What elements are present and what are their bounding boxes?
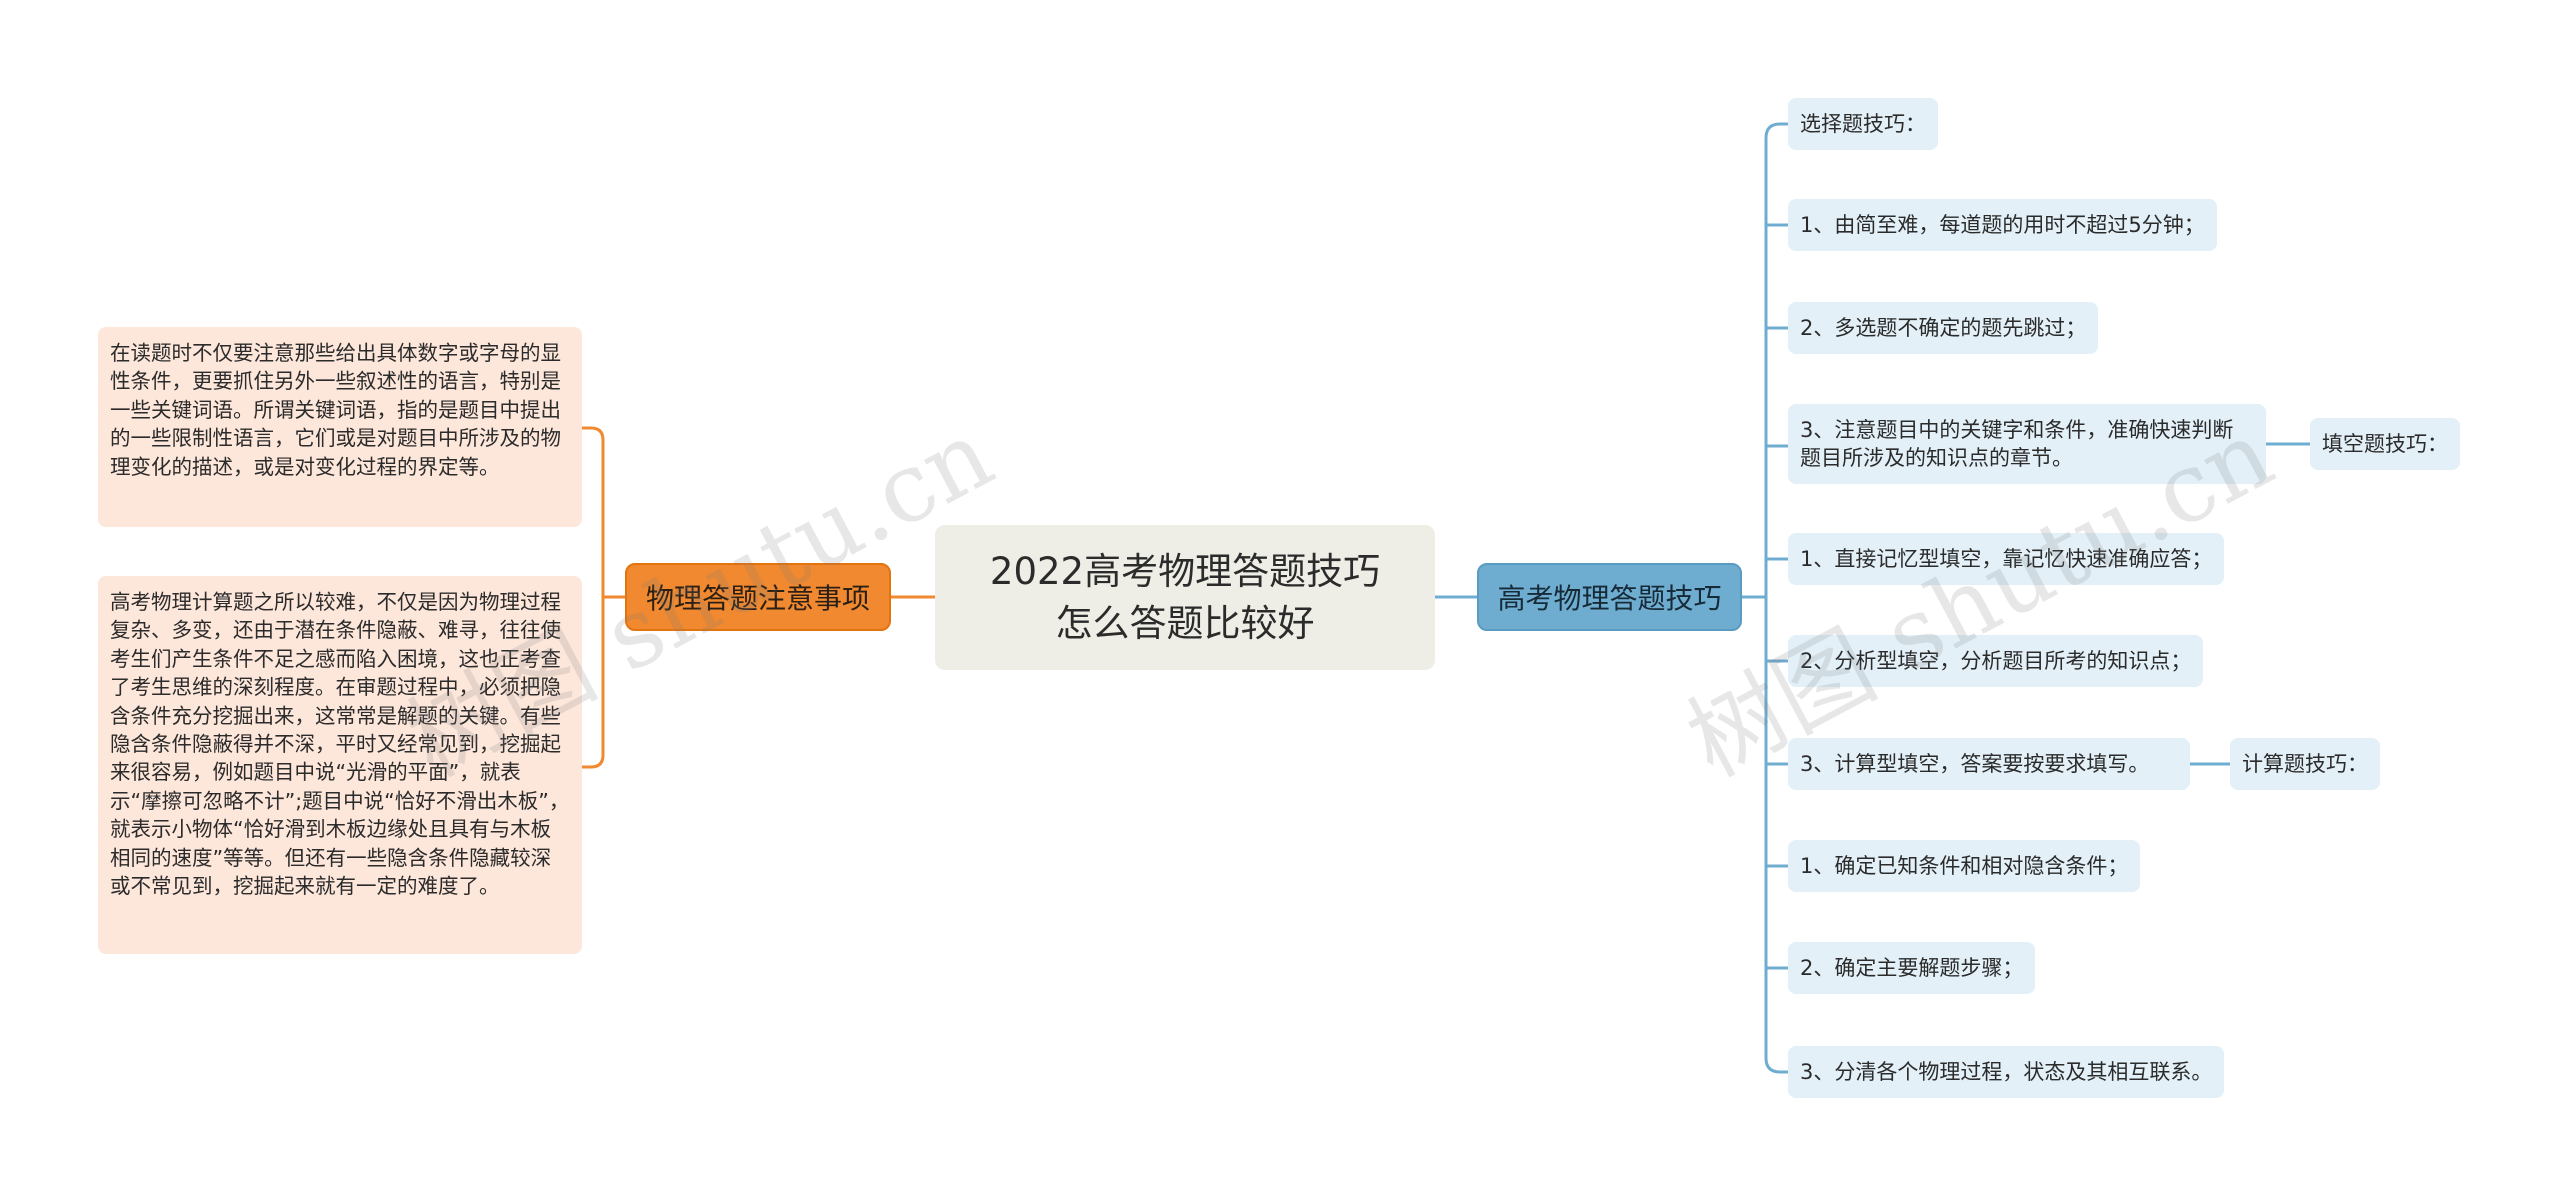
- note-hidden-conditions[interactable]: 高考物理计算题之所以较难，不仅是因为物理过程复杂、多变，还由于潜在条件隐蔽、难寻…: [98, 576, 582, 954]
- leaf-text: 3、计算型填空，答案要按要求填写。: [1800, 752, 2150, 776]
- leaf-text: 3、分清各个物理过程，状态及其相互联系。: [1800, 1060, 2213, 1084]
- leaf-text: 填空题技巧：: [2322, 432, 2448, 456]
- root-title: 2022高考物理答题技巧 怎么答题比较好: [990, 546, 1380, 650]
- leaf-choice-3[interactable]: 3、注意题目中的关键字和条件，准确快速判断题目所涉及的知识点的章节。: [1788, 404, 2266, 484]
- leaf-fill-1[interactable]: 1、直接记忆型填空，靠记忆快速准确应答；: [1788, 533, 2225, 585]
- leaf-text: 计算题技巧：: [2242, 752, 2368, 776]
- leaf-text: 1、直接记忆型填空，靠记忆快速准确应答；: [1800, 547, 2213, 571]
- leaf-calc-1[interactable]: 1、确定已知条件和相对隐含条件；: [1788, 840, 2141, 892]
- leaf-fill-2[interactable]: 2、分析型填空，分析题目所考的知识点；: [1788, 635, 2204, 687]
- right-branch-label: 高考物理答题技巧: [1497, 582, 1722, 615]
- connector-right-spine: [1742, 122, 1788, 1074]
- right-branch-topic[interactable]: 高考物理答题技巧: [1477, 563, 1742, 631]
- note-reading-conditions[interactable]: 在读题时不仅要注意那些给出具体数字或字母的显性条件，更要抓住另外一些叙述性的语言…: [98, 327, 582, 527]
- root-title-line2: 怎么答题比较好: [1055, 601, 1315, 645]
- leaf-choice-title[interactable]: 选择题技巧：: [1788, 98, 1938, 150]
- leaf-calc-2[interactable]: 2、确定主要解题步骤；: [1788, 942, 2036, 994]
- leaf-text: 2、分析型填空，分析题目所考的知识点；: [1800, 649, 2192, 673]
- root-topic[interactable]: 2022高考物理答题技巧 怎么答题比较好: [935, 525, 1435, 670]
- connector-right-items: [1766, 223, 1788, 970]
- note-text: 高考物理计算题之所以较难，不仅是因为物理过程复杂、多变，还由于潜在条件隐蔽、难寻…: [110, 590, 570, 899]
- sub-calc-title[interactable]: 计算题技巧：: [2230, 738, 2380, 790]
- leaf-text: 2、多选题不确定的题先跳过；: [1800, 316, 2087, 340]
- sub-fill-title[interactable]: 填空题技巧：: [2310, 418, 2460, 470]
- leaf-choice-1[interactable]: 1、由简至难，每道题的用时不超过5分钟；: [1788, 199, 2217, 251]
- leaf-calc-3[interactable]: 3、分清各个物理过程，状态及其相互联系。: [1788, 1046, 2225, 1098]
- leaf-text: 2、确定主要解题步骤；: [1800, 956, 2024, 980]
- left-branch-label: 物理答题注意事项: [645, 582, 870, 615]
- leaf-text: 3、注意题目中的关键字和条件，准确快速判断题目所涉及的知识点的章节。: [1800, 418, 2234, 470]
- note-text: 在读题时不仅要注意那些给出具体数字或字母的显性条件，更要抓住另外一些叙述性的语言…: [110, 341, 561, 479]
- root-title-line1: 2022高考物理答题技巧: [989, 549, 1381, 593]
- leaf-text: 选择题技巧：: [1800, 112, 1926, 136]
- leaf-text: 1、由简至难，每道题的用时不超过5分钟；: [1800, 213, 2205, 237]
- left-branch-topic[interactable]: 物理答题注意事项: [625, 563, 891, 631]
- leaf-text: 1、确定已知条件和相对隐含条件；: [1800, 854, 2129, 878]
- leaf-choice-2[interactable]: 2、多选题不确定的题先跳过；: [1788, 302, 2099, 354]
- connector-left-notes: [582, 426, 625, 769]
- leaf-fill-3[interactable]: 3、计算型填空，答案要按要求填写。: [1788, 738, 2190, 790]
